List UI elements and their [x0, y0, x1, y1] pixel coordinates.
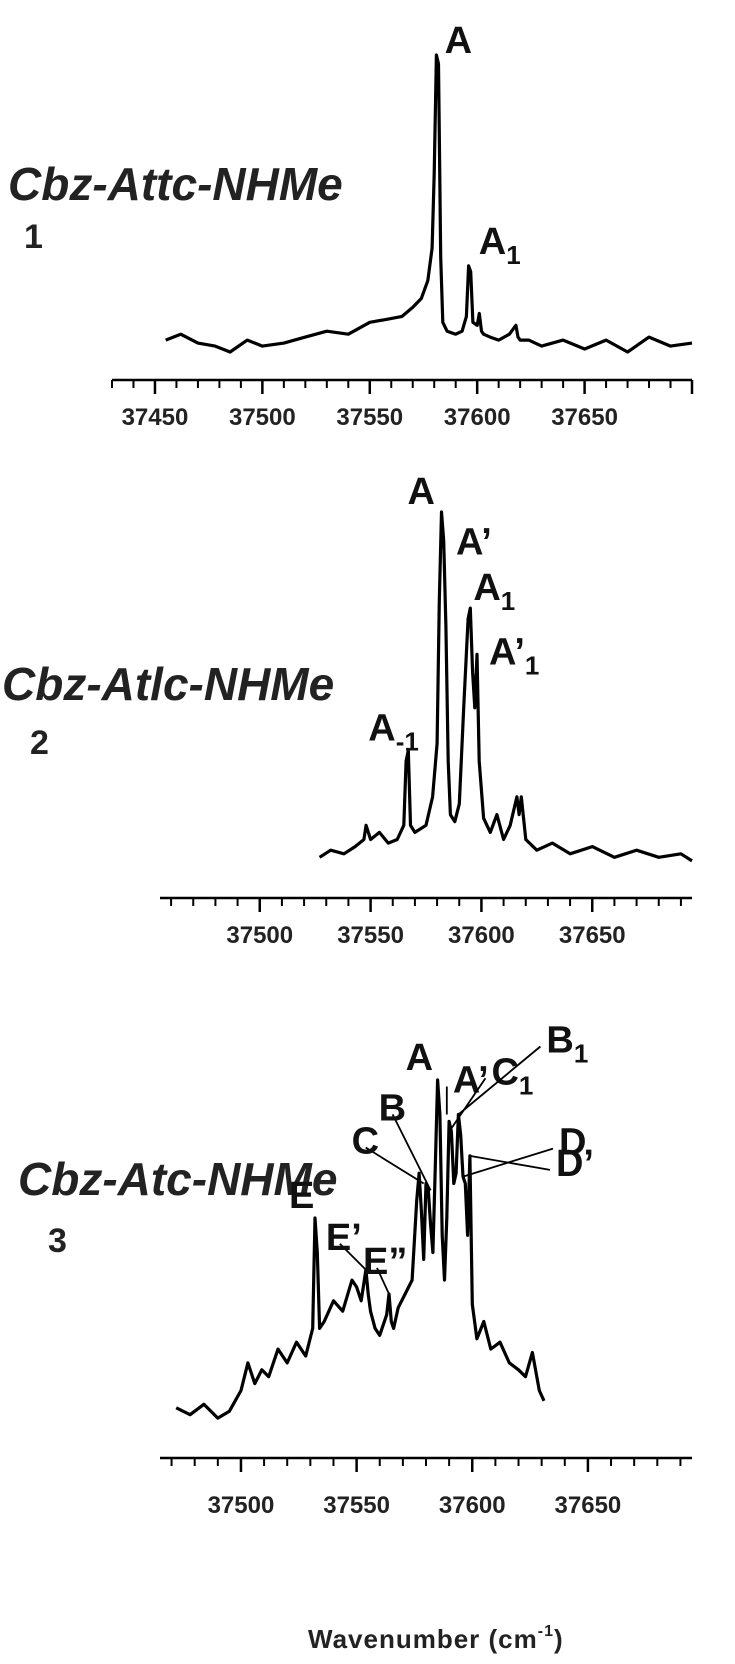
peak-label-text: A [408, 471, 435, 513]
peak-leader-line [365, 1146, 425, 1185]
peak-label: A1 [479, 221, 521, 270]
peak-label-subscript: 1 [519, 1070, 533, 1100]
peak-label: A [406, 1037, 433, 1079]
peak-leader-line [450, 1077, 487, 1129]
spectrum-line-2 [318, 510, 693, 863]
peak-label: A [445, 20, 472, 62]
peak-label-text: A [406, 1037, 433, 1079]
peak-label: E” [363, 1241, 407, 1283]
spectrum-line-3 [175, 1078, 546, 1420]
panel-1: Cbz-Attc-NHMe 1 37450 37500 37550 37600 3765… [8, 20, 694, 431]
x-tick-label: 37550 [337, 922, 404, 949]
peak-label-text: C [491, 1051, 518, 1093]
x-tick-label: 37500 [226, 922, 293, 949]
peak-label-subscript: -1 [396, 727, 419, 757]
peak-label: C [352, 1121, 379, 1163]
x-tick-label: 37500 [229, 404, 296, 431]
peak-leader-line [391, 1113, 432, 1191]
peak-label-text: E” [363, 1241, 407, 1283]
compound-name-2: Cbz-Atlc-NHMe [2, 658, 334, 710]
spectrum-line-1 [165, 53, 693, 354]
peak-label-text: C [352, 1121, 379, 1163]
compound-name-1: Cbz-Attc-NHMe [8, 158, 343, 210]
x-tick-label: 37600 [444, 404, 511, 431]
peak-label-text: A’ [489, 631, 525, 673]
peak-label: A1 [473, 567, 515, 616]
peak-label-text: A’ [456, 521, 492, 563]
peak-leader-line [376, 1267, 390, 1295]
x-tick-label: 37650 [551, 404, 618, 431]
x-tick-label: 37500 [208, 1492, 275, 1519]
peak-label-text: A [479, 221, 506, 263]
peak-label-text: A [473, 567, 500, 609]
x-tick-label: 37600 [439, 1492, 506, 1519]
peak-label-subscript: 1 [506, 240, 520, 270]
peak-label-text: A [445, 20, 472, 62]
peak-label-text: D [559, 1122, 586, 1164]
peak-label: D [559, 1122, 586, 1164]
x-tick-label: 37650 [555, 1492, 622, 1519]
x-tick-label: 37600 [448, 922, 515, 949]
peak-label-subscript: 1 [574, 1039, 588, 1069]
peak-label-text: E [289, 1175, 314, 1217]
peak-leader-line [457, 1045, 541, 1116]
compound-number-2: 2 [30, 724, 49, 762]
peak-label: E’ [326, 1217, 362, 1259]
peak-label-subscript: 1 [501, 586, 515, 616]
compound-number-3: 3 [48, 1222, 67, 1260]
peak-label-text: B [379, 1087, 406, 1129]
peak-label: A-1 [368, 708, 419, 757]
peak-label: D’ [556, 1143, 594, 1185]
compound-number-1: 1 [24, 218, 43, 256]
peak-leader-line [469, 1155, 551, 1171]
peak-labels-1: AA1 [445, 20, 521, 270]
x-axis-2: 37500 37550 37600 37650 [160, 896, 692, 949]
peak-label-text: A [368, 708, 395, 750]
peak-leader-line [339, 1243, 367, 1271]
peak-label: B [379, 1087, 406, 1129]
peak-label-text: E’ [326, 1217, 362, 1259]
compound-name-3: Cbz-Atc-NHMe [18, 1153, 337, 1205]
x-tick-label: 37550 [323, 1492, 390, 1519]
x-tick-label: 37550 [336, 404, 403, 431]
peak-label: C1 [491, 1051, 533, 1100]
peak-labels-2: AA’A1A’1A-1 [368, 471, 539, 757]
x-axis-1: 37450 37500 37550 37600 37650 [111, 378, 694, 431]
peak-label-subscript: 1 [525, 650, 539, 680]
peak-label: E [289, 1175, 314, 1217]
peak-label: A [408, 471, 435, 513]
peak-label: A’ [456, 521, 492, 563]
peak-label: B1 [546, 1020, 588, 1069]
peak-label: A’1 [489, 631, 539, 680]
x-tick-label: 37450 [122, 404, 189, 431]
peak-label-text: B [546, 1020, 573, 1062]
x-axis-title: Wavenumber (cm-1) [308, 1623, 564, 1654]
x-axis-3: 37500 37550 37600 37650 [160, 1456, 692, 1519]
peak-label-text: D’ [556, 1143, 594, 1185]
x-tick-label: 37650 [559, 922, 626, 949]
